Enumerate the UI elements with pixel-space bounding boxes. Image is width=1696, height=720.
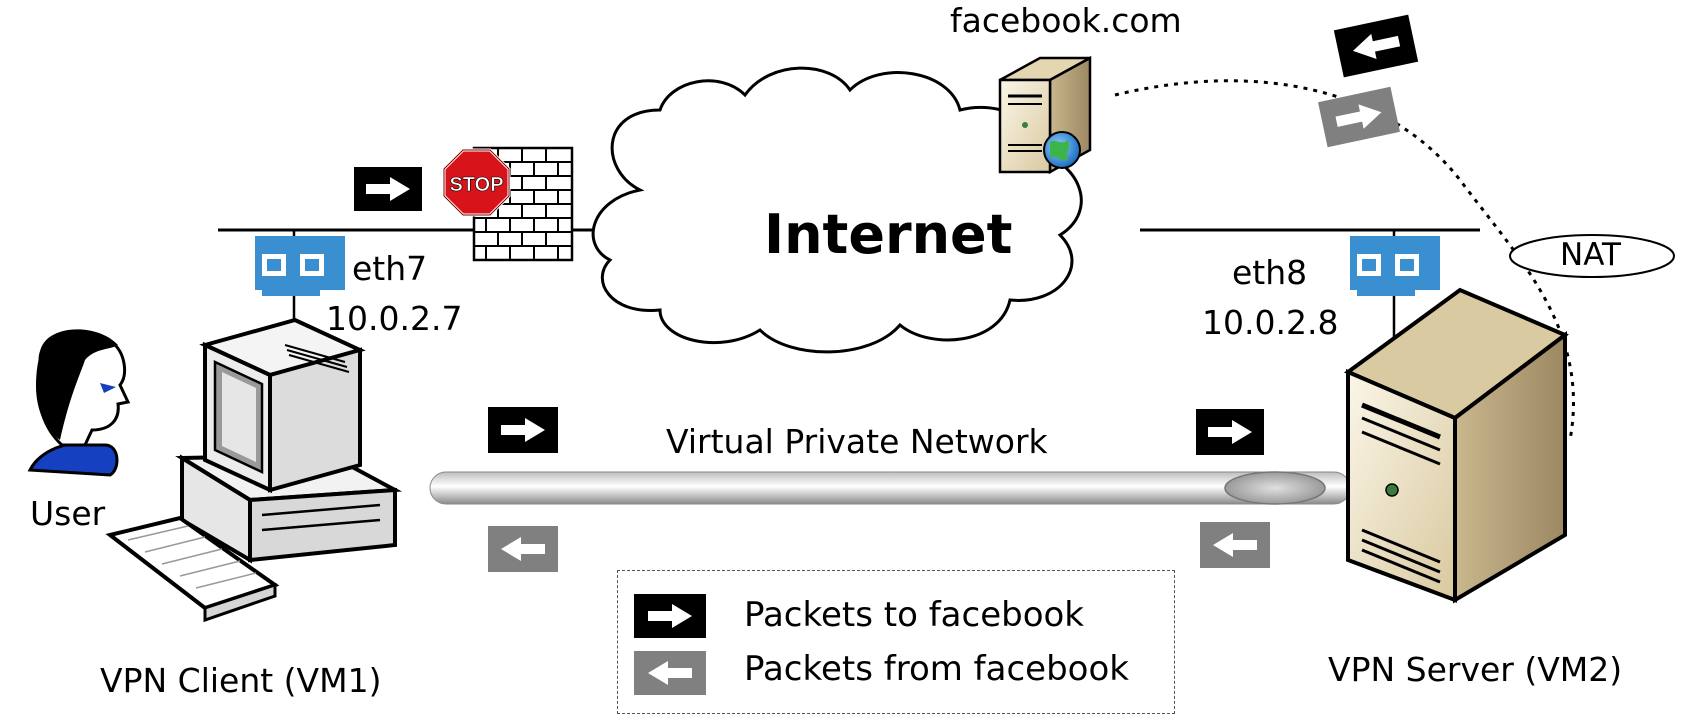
- legend-from-label: Packets from facebook: [744, 649, 1129, 689]
- arrow-left-icon: [488, 526, 558, 572]
- globe-icon: [1043, 131, 1081, 169]
- nic-icon: [1350, 236, 1440, 296]
- ip7-label: 10.0.2.7: [326, 299, 463, 338]
- facebook-label: facebook.com: [950, 1, 1182, 40]
- arrow-left-icon: [1200, 522, 1270, 568]
- arrow-left-icon: [634, 651, 706, 695]
- user-label: User: [30, 494, 106, 533]
- arrow-right-icon: [1196, 409, 1264, 455]
- server-label: VPN Server (VM2): [1328, 650, 1623, 689]
- nat-label: NAT: [1560, 237, 1621, 273]
- arrow-right-icon: [634, 594, 706, 638]
- vpn-tunnel: [429, 471, 1351, 505]
- eth7-label: eth7: [352, 249, 428, 288]
- eth8-label: eth8: [1232, 253, 1308, 292]
- legend-to-label: Packets to facebook: [744, 595, 1084, 635]
- user-icon: [27, 329, 131, 477]
- vpn-label: Virtual Private Network: [666, 422, 1048, 461]
- server-icon: [1343, 287, 1569, 604]
- ip8-label: 10.0.2.8: [1202, 303, 1339, 342]
- stop-sign-icon: STOP: [442, 148, 511, 217]
- arrow-right-icon: [488, 407, 558, 453]
- arrow-right-icon: [1318, 86, 1400, 148]
- nic-icon: [255, 236, 345, 296]
- arrow-right-icon: [354, 167, 422, 211]
- legend: [617, 570, 1175, 714]
- computer-icon: [105, 317, 403, 623]
- client-label: VPN Client (VM1): [100, 661, 382, 700]
- internet-cloud: [591, 66, 1083, 354]
- server-icon: [998, 55, 1092, 175]
- arrow-left-icon: [1333, 14, 1419, 78]
- internet-label: Internet: [764, 203, 1013, 266]
- nat-ellipse: [1509, 234, 1675, 278]
- stop-sign-text: STOP: [449, 174, 503, 196]
